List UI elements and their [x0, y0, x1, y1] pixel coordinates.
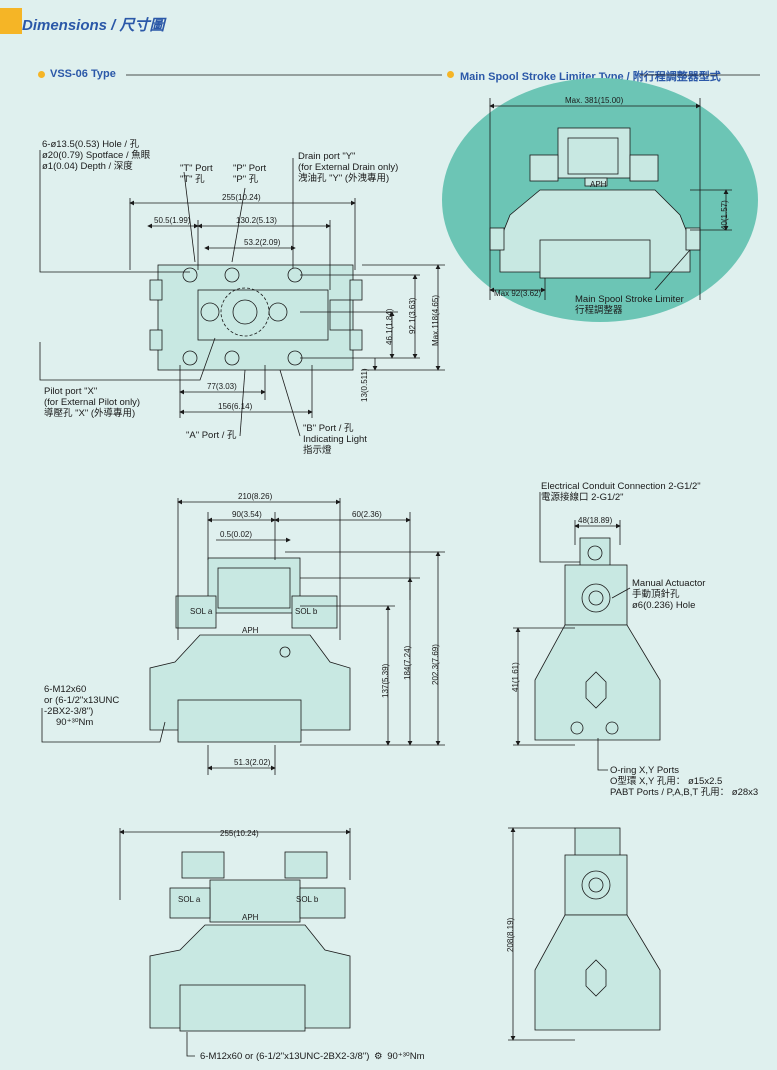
- hole-spec-line: 6-ø13.5(0.53) Hole / 孔: [42, 139, 140, 150]
- stroke-limiter-label: Main Spool Stroke Limiter 行程調整器: [575, 294, 684, 316]
- bolt-spec-line: -2BX2-3/8"): [44, 706, 94, 717]
- dim-13: 13(0.511): [360, 368, 369, 402]
- dim-48: 48(18.89): [578, 516, 613, 525]
- manual-actuator-label: Manual Actuactor 手動頂針孔 ø6(0.236) Hole: [632, 578, 705, 611]
- dim-46: 46.1(1.84): [385, 308, 394, 345]
- pilot-port-line: (for External Pilot only): [44, 397, 141, 408]
- hole-spec-line: ø20(0.79) Spotface / 魚眼: [42, 150, 151, 161]
- bolt-spec-line: 6-M12x60: [44, 684, 87, 695]
- page-title: Dimensions / 尺寸圖: [22, 17, 165, 34]
- dim-0-5: 0.5(0.02): [220, 530, 252, 539]
- sol-a-label-bottom: SOL a: [178, 895, 201, 904]
- conduit-label: Electrical Conduit Connection 2-G1/2" 電源…: [541, 481, 701, 503]
- oring-line: O型環 X,Y 孔用： ø15x2.5: [610, 776, 723, 787]
- brand-mark: APH: [242, 626, 259, 635]
- t-port-line: "T" 孔: [180, 174, 205, 185]
- dim-255-top: 255(10.24): [222, 193, 261, 202]
- oring-line: PABT Ports / P,A,B,T 孔用： ø28x3: [610, 787, 759, 798]
- dim-202: 202.3(7.69): [431, 644, 440, 685]
- dim-max118: Max.118(4.65): [431, 295, 440, 346]
- dim-92: 92.1(3.63): [408, 297, 417, 334]
- b-port-line: 指示燈: [303, 445, 332, 456]
- dim-40: 40(1.57): [720, 200, 729, 230]
- manual-actuator-line: ø6(0.236) Hole: [632, 600, 696, 611]
- b-port-line: Indicating Light: [303, 434, 367, 445]
- a-port-label: "A" Port / 孔: [186, 430, 237, 441]
- torque-line: 90⁺³⁰Nm: [56, 717, 94, 728]
- dim-210: 210(8.26): [238, 492, 273, 501]
- manual-actuator-line: Manual Actuactor: [632, 578, 706, 589]
- conduit-line: 電源接線口 2-G1/2": [541, 492, 624, 503]
- bottom-torque-text: 90⁺³⁰Nm: [387, 1051, 425, 1062]
- dim-41: 41(1.61): [511, 662, 520, 692]
- bolt-spec-label: 6-M12x60 or (6-1/2"x13UNC -2BX2-3/8") 90…: [44, 684, 119, 728]
- dim-184: 184(7.24): [403, 645, 412, 680]
- stroke-limiter-line: Main Spool Stroke Limiter: [575, 294, 684, 305]
- dim-60: 60(2.36): [352, 510, 382, 519]
- p-port-line: "P" 孔: [233, 174, 259, 185]
- dim-130: 130.2(5.13): [236, 216, 277, 225]
- conduit-line: Electrical Conduit Connection 2-G1/2": [541, 481, 701, 492]
- wrench-icon: ⚙: [374, 1051, 383, 1062]
- p-port-line: "P" Port: [233, 163, 267, 174]
- pilot-port-label: Pilot port "X" (for External Pilot only)…: [44, 386, 140, 419]
- dim-156: 156(6.14): [218, 402, 253, 411]
- p-port-label: "P" Port "P" 孔: [233, 163, 266, 185]
- b-port-line: "B" Port / 孔: [303, 423, 354, 434]
- t-port-label: "T" Port "T" 孔: [180, 163, 213, 185]
- manual-actuator-line: 手動頂針孔: [632, 589, 680, 600]
- dim-53: 53.2(2.09): [244, 238, 281, 247]
- oring-spec-label: O-ring X,Y Ports O型環 X,Y 孔用： ø15x2.5 PAB…: [610, 765, 758, 798]
- section-title-limiter: Main Spool Stroke Limiter Type / 附行程調整器型…: [460, 71, 721, 83]
- drain-port-line: 洩油孔 "Y" (外洩專用): [298, 173, 390, 184]
- dim-208: 208(8.19): [506, 917, 515, 952]
- sol-b-label-bottom: SOL b: [296, 895, 319, 904]
- t-port-line: "T" Port: [180, 163, 213, 174]
- brand-mark-bottom: APH: [242, 913, 259, 922]
- dim-90: 90(3.54): [232, 510, 262, 519]
- dim-max92: Max 92(3.62): [494, 289, 541, 298]
- hole-spec-line: ø1(0.04) Depth / 深度: [42, 161, 133, 172]
- pilot-port-line: Pilot port "X": [44, 386, 98, 397]
- dim-max381: Max. 381(15.00): [565, 96, 624, 105]
- pilot-port-line: 導壓孔 "X" (外導專用): [44, 408, 136, 419]
- sol-a-label: SOL a: [190, 607, 213, 616]
- b-port-label: "B" Port / 孔 Indicating Light 指示燈: [303, 423, 367, 456]
- drain-port-line: Drain port "Y": [298, 151, 356, 162]
- drain-port-label: Drain port "Y" (for External Drain only)…: [298, 151, 398, 184]
- section-title-vss: VSS-06 Type: [50, 68, 116, 80]
- hole-spec-label: 6-ø13.5(0.53) Hole / 孔 ø20(0.79) Spotfac…: [42, 139, 150, 172]
- header-accent-block: [0, 8, 22, 34]
- bolt-spec-line: or (6-1/2"x13UNC: [44, 695, 120, 706]
- stroke-limiter-line: 行程調整器: [575, 305, 623, 316]
- dim-50: 50.5(1.99): [154, 216, 191, 225]
- section-bullet: [38, 71, 45, 78]
- section-bullet: [447, 71, 454, 78]
- oring-line: O-ring X,Y Ports: [610, 765, 679, 776]
- bottom-bolt-label: 6-M12x60 or (6-1/2"x13UNC-2BX2-3/8") ⚙ 9…: [200, 1051, 425, 1062]
- drain-port-line: (for External Drain only): [298, 162, 399, 173]
- bottom-bolt-text: 6-M12x60 or (6-1/2"x13UNC-2BX2-3/8"): [200, 1051, 370, 1062]
- dim-137: 137(5.39): [381, 663, 390, 698]
- dim-51: 51.3(2.02): [234, 758, 271, 767]
- dim-255-bottom: 255(10.24): [220, 829, 259, 838]
- sol-b-label: SOL b: [295, 607, 318, 616]
- dim-77: 77(3.03): [207, 382, 237, 391]
- brand-mark-limiter: APH: [590, 180, 607, 189]
